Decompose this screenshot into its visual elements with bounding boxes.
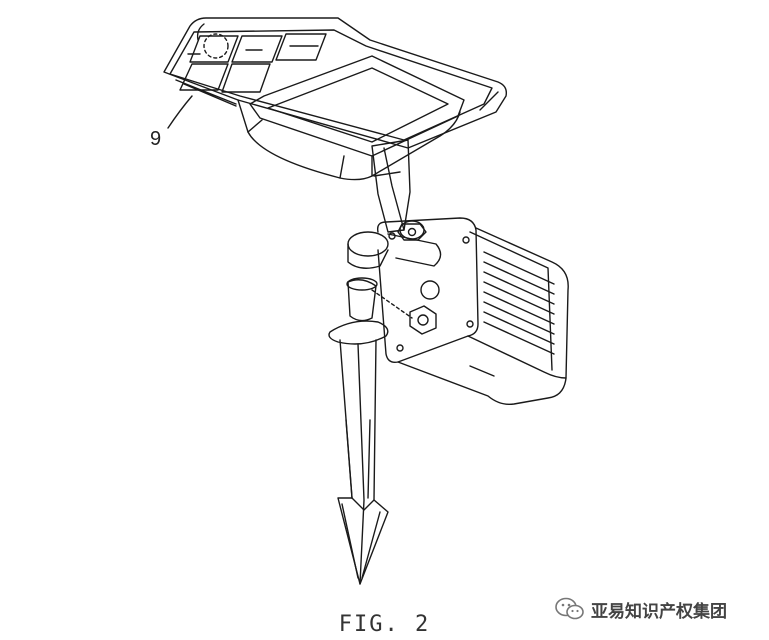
stake-collar: [328, 277, 413, 345]
leader-line: [167, 95, 193, 129]
wechat-icon: [555, 597, 584, 620]
mounting-arm: [371, 139, 411, 233]
figure-caption: FIG. 2: [338, 612, 431, 637]
spotlight-box: [376, 217, 569, 406]
solar-panel: [163, 17, 508, 149]
watermark: 亚易知识产权集团: [555, 594, 727, 624]
lamp-housing: [237, 55, 465, 181]
watermark-text: 亚易知识产权集团: [591, 601, 727, 622]
ground-stake: [337, 339, 389, 585]
reference-numeral-9: 9: [150, 128, 162, 150]
knuckle-joint: [347, 220, 442, 269]
